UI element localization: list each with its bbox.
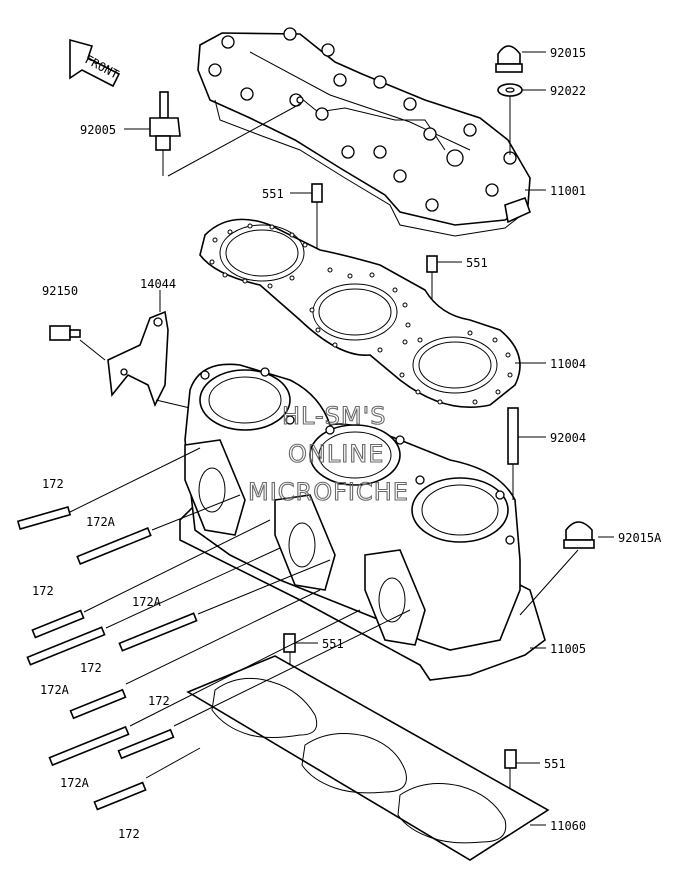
watermark-line-3: MICROFICHE bbox=[248, 478, 409, 506]
label-92022: 92022 bbox=[550, 84, 586, 98]
label-92004: 92004 bbox=[550, 431, 586, 445]
label-11004: 11004 bbox=[550, 357, 586, 371]
label-172-a: 172 bbox=[42, 477, 64, 491]
block-stud-holes bbox=[200, 367, 515, 545]
watermark-line-2: ONLINE bbox=[288, 440, 384, 468]
label-172-b: 172 bbox=[32, 584, 54, 598]
label-92005: 92005 bbox=[80, 123, 116, 137]
label-92015: 92015 bbox=[550, 46, 586, 60]
part-labels: 92015 92022 92005 11001 551 551 92150 14… bbox=[32, 46, 662, 841]
label-551-b: 551 bbox=[466, 256, 488, 270]
label-172A-a: 172A bbox=[86, 515, 116, 529]
label-172A-b: 172A bbox=[132, 595, 162, 609]
cylinder-head bbox=[197, 27, 532, 237]
label-172A-d: 172A bbox=[60, 776, 90, 790]
cap-nut-92015A bbox=[519, 521, 595, 616]
label-172-c: 172 bbox=[80, 661, 102, 675]
gasket-bolt-holes bbox=[209, 223, 513, 405]
studs bbox=[16, 447, 411, 811]
cap-nut-92015 bbox=[495, 45, 523, 73]
label-14044: 14044 bbox=[140, 277, 176, 291]
stud-92004 bbox=[507, 407, 519, 500]
label-551-c: 551 bbox=[322, 637, 344, 651]
label-92150: 92150 bbox=[42, 284, 78, 298]
watermark-line-1: HL-SM'S bbox=[282, 402, 386, 430]
label-11005: 11005 bbox=[550, 642, 586, 656]
leader-lines bbox=[124, 51, 614, 826]
label-551-d: 551 bbox=[544, 757, 566, 771]
head-gasket bbox=[199, 218, 521, 408]
washer-92022 bbox=[497, 83, 523, 155]
bolt-92150 bbox=[49, 325, 106, 361]
label-92015A: 92015A bbox=[618, 531, 662, 545]
bracket-14044 bbox=[107, 290, 191, 409]
watermark: HL-SM'S ONLINE MICROFICHE bbox=[247, 401, 409, 506]
spark-plug-stud-92005 bbox=[149, 91, 301, 177]
cylinder-block bbox=[179, 363, 546, 681]
label-172-e: 172 bbox=[118, 827, 140, 841]
front-arrow-icon: FRONT bbox=[69, 38, 121, 88]
base-gasket bbox=[186, 655, 550, 861]
label-11001: 11001 bbox=[550, 184, 586, 198]
label-172-d: 172 bbox=[148, 694, 170, 708]
label-172A-c: 172A bbox=[40, 683, 70, 697]
label-551-a: 551 bbox=[262, 187, 284, 201]
head-bolt-bosses bbox=[208, 27, 517, 212]
label-11060: 11060 bbox=[550, 819, 586, 833]
